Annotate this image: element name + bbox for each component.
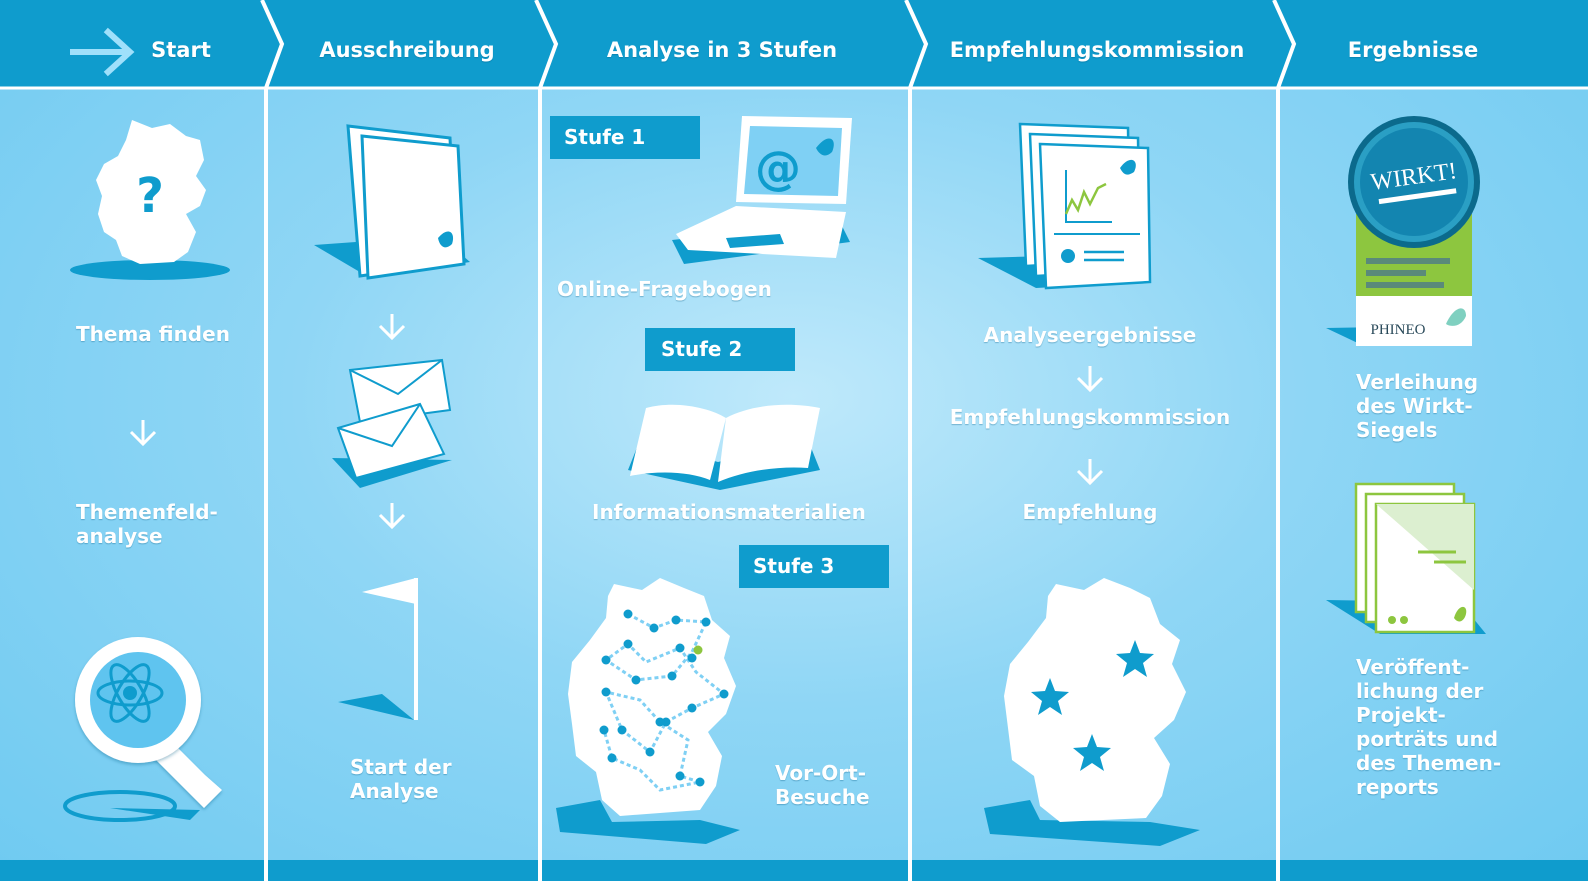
column-title-ausschreibung: Ausschreibung: [319, 38, 495, 62]
svg-text:?: ?: [136, 168, 164, 224]
germany-stars-map-icon: [984, 578, 1200, 846]
envelopes-icon: [332, 358, 452, 488]
label-online-fragebogen: Online-Fragebogen: [557, 277, 772, 301]
stage-3-badge-label: Stufe 3: [753, 554, 835, 578]
step-empfehlung: Empfehlung: [1022, 500, 1158, 524]
column-title-start: Start: [151, 38, 211, 62]
step-verleihung-siegel: Verleihung des Wirkt- Siegels: [1356, 370, 1479, 442]
magnifier-atom-icon: [63, 637, 222, 822]
svg-text:@: @: [755, 141, 801, 195]
report-stack-icon: [978, 122, 1152, 290]
step-veroeffentlichung: Veröffent- lichung der Projekt- porträts…: [1356, 655, 1502, 799]
stage-1-badge: Stufe 1: [550, 116, 700, 159]
step-analyseergebnisse: Analyseergebnisse: [983, 323, 1197, 347]
step-start-der-analyse: Start der Analyse: [350, 755, 452, 803]
document-stack-icon: [314, 124, 470, 280]
stage-1-badge-label: Stufe 1: [564, 125, 646, 149]
footer-band: [0, 860, 1588, 881]
column-title-kommission: Empfehlungskommission: [949, 38, 1245, 62]
label-vor-ort-besuche: Vor-Ort- Besuche: [775, 761, 870, 809]
wirkt-seal-icon: PHINEO WIRKT!: [1326, 116, 1480, 346]
step-thema-finden: Thema finden: [76, 322, 230, 346]
column-title-analyse: Analyse in 3 Stufen: [606, 38, 838, 62]
laptop-icon: @: [672, 116, 852, 264]
label-informationsmaterialien: Informationsmaterialien: [592, 500, 866, 524]
down-arrow-icon: [378, 503, 406, 530]
stage-2-badge: Stufe 2: [645, 328, 795, 371]
header-band: [0, 0, 1588, 88]
down-arrow-icon: [1076, 366, 1104, 486]
step-empfehlungskommission: Empfehlungskommission: [949, 405, 1231, 429]
svg-text:PHINEO: PHINEO: [1371, 322, 1426, 338]
start-arrow-icon: [70, 27, 135, 77]
themen-report-stack-icon: [1326, 482, 1486, 634]
step-themenfeldanalyse: Themenfeld- analyse: [76, 500, 218, 548]
open-book-icon: [628, 404, 820, 490]
down-arrow-icon: [378, 314, 406, 341]
germany-route-map-icon: [556, 578, 740, 844]
down-arrow-icon: [129, 420, 157, 447]
flag-icon: [338, 578, 418, 720]
germany-question-icon: ?: [70, 120, 230, 280]
stage-3-badge: Stufe 3: [739, 545, 889, 588]
column-title-ergebnisse: Ergebnisse: [1347, 38, 1479, 62]
stage-2-badge-label: Stufe 2: [661, 337, 743, 361]
